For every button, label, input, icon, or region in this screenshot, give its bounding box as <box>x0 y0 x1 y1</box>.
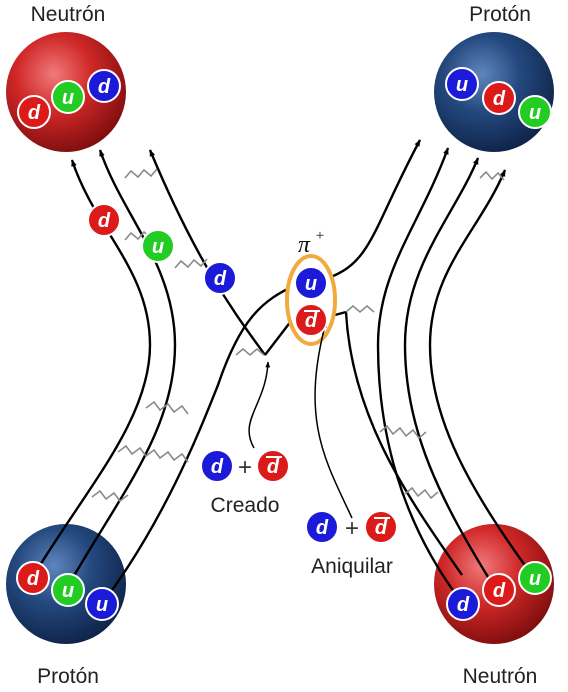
pion-quark-u-blue: u <box>294 266 328 300</box>
quark-u-green-neutron-tl: u <box>51 80 85 114</box>
gluon-wave-7 <box>235 347 265 357</box>
quark-u-green-neutron-br: u <box>518 561 552 595</box>
svg-text:u: u <box>62 580 74 602</box>
svg-text:d: d <box>493 580 506 602</box>
gluon-wave-10 <box>404 486 439 500</box>
quark-d-red-neutron-tl: d <box>17 95 51 129</box>
svg-text:d: d <box>493 88 506 110</box>
svg-text:u: u <box>305 273 317 295</box>
quark-line-right-2 <box>403 157 498 591</box>
gluon-wave-1 <box>91 489 129 503</box>
quark-line-right-1 <box>376 147 461 601</box>
quark-u-green-proton-tr: u <box>518 95 552 129</box>
svg-text:u: u <box>62 87 74 109</box>
gluon-wave-6 <box>124 168 158 179</box>
quark-d-red-in-transit: d <box>87 203 121 237</box>
gluon-wave-5 <box>174 258 208 269</box>
svg-text:u: u <box>529 102 541 124</box>
quark-d-red-neutron-br: d <box>482 573 516 607</box>
svg-text:d: d <box>305 310 318 332</box>
created-callout-arrow <box>248 361 271 449</box>
label-pion: π <box>298 232 311 258</box>
annihilate-pair-quark-d: d <box>305 510 339 544</box>
quark-u-blue-proton-tr: u <box>445 67 479 101</box>
label-neutron-top-left: Neutrón <box>31 3 106 26</box>
svg-text:d: d <box>457 594 470 616</box>
quark-d-blue-neutron-tl: d <box>87 69 121 103</box>
svg-text:d: d <box>267 456 280 478</box>
quark-line-left-3 <box>101 283 297 605</box>
svg-text:d: d <box>27 568 40 590</box>
quark-d-red-proton-tr: d <box>482 81 516 115</box>
quark-d-red-proton-bl: d <box>16 561 50 595</box>
created-pair-antiquark-d: d <box>256 449 290 483</box>
svg-text:d: d <box>316 517 329 539</box>
gluon-wave-3 <box>145 400 189 415</box>
annihilate-plus-sign: + <box>345 515 359 542</box>
svg-text:d: d <box>214 268 227 290</box>
pion-antiquark-d-red: d <box>294 303 328 337</box>
svg-text:d: d <box>211 456 224 478</box>
svg-text:d: d <box>98 76 111 98</box>
label-proton-top-right: Protón <box>469 3 531 26</box>
annihilate-pair-antiquark-d: d <box>364 510 398 544</box>
quark-line-right-4 <box>344 311 463 576</box>
svg-text:u: u <box>96 594 108 616</box>
label-created: Creado <box>211 494 280 517</box>
quark-line-right-3 <box>428 169 535 579</box>
annihilate-callout-arrow <box>314 321 353 519</box>
gluon-wave-9 <box>379 424 427 440</box>
gluon-wave-8 <box>345 304 375 314</box>
quark-u-green-proton-bl: u <box>51 573 85 607</box>
svg-text:u: u <box>152 236 164 258</box>
svg-text:u: u <box>529 568 541 590</box>
gluon-wave-2 <box>117 444 189 463</box>
quark-d-blue-neutron-br: d <box>446 587 480 621</box>
svg-text:d: d <box>28 102 41 124</box>
created-pair-quark-d: d <box>200 449 234 483</box>
quark-u-green-in-transit: u <box>141 229 175 263</box>
label-pion-charge: + <box>316 228 324 244</box>
gluon-wave-11 <box>479 170 505 181</box>
created-plus-sign: + <box>238 454 252 481</box>
svg-text:d: d <box>98 210 111 232</box>
label-annihilate: Aniquilar <box>311 555 393 578</box>
quark-d-blue-in-transit: d <box>203 261 237 295</box>
svg-text:u: u <box>456 74 468 96</box>
label-neutron-bottom-right: Neutrón <box>463 665 538 688</box>
quark-u-blue-proton-bl: u <box>85 587 119 621</box>
svg-text:d: d <box>375 517 388 539</box>
quark-line-left-2 <box>66 149 177 587</box>
label-proton-bottom-left: Protón <box>37 665 99 688</box>
pion-u-outgoing-line <box>327 139 422 280</box>
